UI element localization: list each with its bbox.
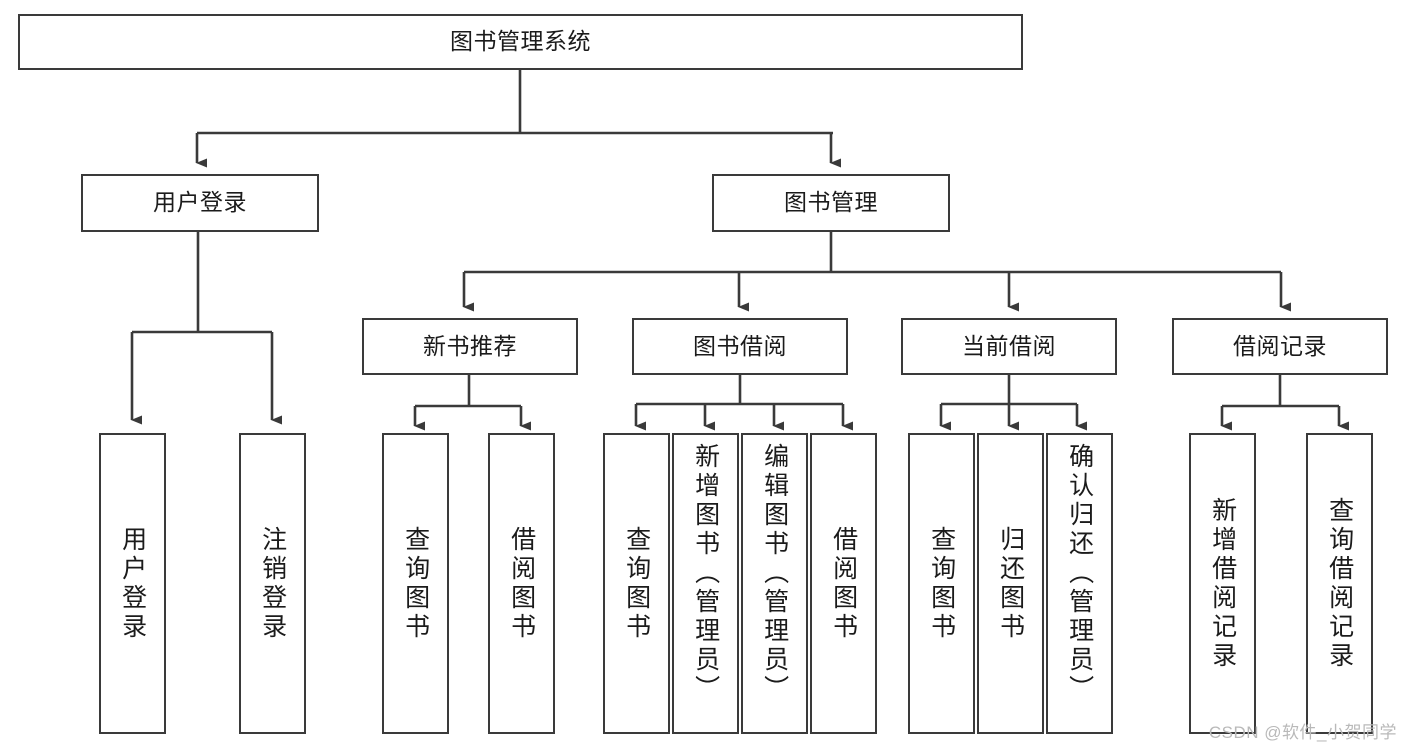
- node-book-borrow[interactable]: 图书借阅: [632, 318, 848, 375]
- leaf-confirm-return[interactable]: 确认归还（管理员）: [1046, 433, 1113, 734]
- node-current-borrow[interactable]: 当前借阅: [901, 318, 1117, 375]
- leaf-query-book-2-label: 查询图书: [622, 525, 651, 642]
- node-book-borrow-label: 图书借阅: [693, 332, 787, 359]
- leaf-return-book[interactable]: 归还图书: [977, 433, 1044, 734]
- node-root[interactable]: 图书管理系统: [18, 14, 1023, 70]
- leaf-borrow-book-1[interactable]: 借阅图书: [488, 433, 555, 734]
- leaf-logout-label: 注销登录: [258, 525, 287, 642]
- node-new-book-rec[interactable]: 新书推荐: [362, 318, 578, 375]
- leaf-add-book[interactable]: 新增图书（管理员）: [672, 433, 739, 734]
- leaf-borrow-book-2[interactable]: 借阅图书: [810, 433, 877, 734]
- node-borrow-record[interactable]: 借阅记录: [1172, 318, 1388, 375]
- leaf-query-record[interactable]: 查询借阅记录: [1306, 433, 1373, 734]
- watermark: CSDN @软件_小贺同学: [1208, 723, 1397, 742]
- leaf-add-record-label: 新增借阅记录: [1208, 496, 1237, 671]
- leaf-query-book-3-label: 查询图书: [927, 525, 956, 642]
- leaf-query-book-3[interactable]: 查询图书: [908, 433, 975, 734]
- leaf-borrow-book-2-label: 借阅图书: [829, 525, 858, 642]
- leaf-edit-book[interactable]: 编辑图书（管理员）: [741, 433, 808, 734]
- leaf-user-login-label: 用户登录: [118, 525, 147, 642]
- node-current-borrow-label: 当前借阅: [962, 332, 1056, 359]
- leaf-edit-book-label: 编辑图书（管理员）: [760, 443, 789, 704]
- node-book-manage-label: 图书管理: [784, 189, 878, 216]
- node-borrow-record-label: 借阅记录: [1233, 332, 1327, 359]
- leaf-return-book-label: 归还图书: [996, 525, 1025, 642]
- node-user-login[interactable]: 用户登录: [81, 174, 319, 232]
- leaf-query-book-1[interactable]: 查询图书: [382, 433, 449, 734]
- leaf-query-book-2[interactable]: 查询图书: [603, 433, 670, 734]
- leaf-add-book-label: 新增图书（管理员）: [691, 443, 720, 704]
- leaf-add-record[interactable]: 新增借阅记录: [1189, 433, 1256, 734]
- leaf-query-record-label: 查询借阅记录: [1325, 496, 1354, 671]
- leaf-logout[interactable]: 注销登录: [239, 433, 306, 734]
- node-root-label: 图书管理系统: [450, 28, 591, 55]
- node-book-manage[interactable]: 图书管理: [712, 174, 950, 232]
- leaf-confirm-return-label: 确认归还（管理员）: [1065, 443, 1094, 704]
- leaf-query-book-1-label: 查询图书: [401, 525, 430, 642]
- node-new-book-rec-label: 新书推荐: [423, 332, 517, 359]
- leaf-user-login[interactable]: 用户登录: [99, 433, 166, 734]
- node-user-login-label: 用户登录: [153, 189, 247, 216]
- leaf-borrow-book-1-label: 借阅图书: [507, 525, 536, 642]
